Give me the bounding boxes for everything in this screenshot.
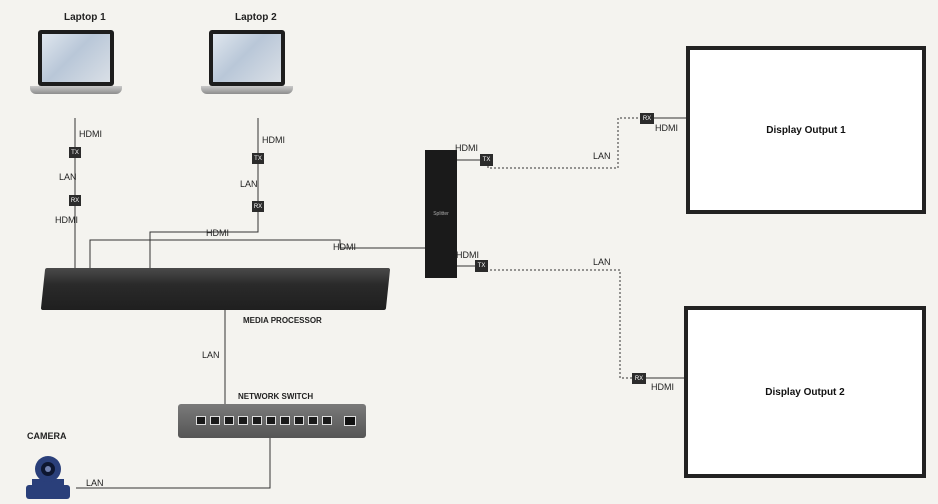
wire-switch-camera — [76, 438, 271, 489]
display-output-2-label: Display Output 2 — [765, 386, 845, 398]
hdmi-label-processor-out: HDMI — [333, 242, 356, 252]
laptop1-label: Laptop 1 — [64, 12, 106, 23]
tx-splitter-bottom: TX — [475, 260, 488, 272]
rx-laptop2: RX — [252, 201, 264, 212]
splitter-label: Splitter — [433, 211, 449, 217]
hdmi-label-laptop1: HDMI — [79, 129, 102, 139]
rx-laptop1: RX — [69, 195, 81, 206]
hdmi-label-display2: HDMI — [651, 382, 674, 392]
display-output-2: Display Output 2 — [684, 306, 926, 478]
wire-tx1-rx1 — [487, 117, 640, 169]
lan-label-switch: LAN — [202, 350, 220, 360]
hdmi-label-splitter-top: HDMI — [455, 143, 478, 153]
camera-label: CAMERA — [27, 431, 67, 441]
hdmi-label-display1: HDMI — [655, 123, 678, 133]
lan-label-display2: LAN — [593, 257, 611, 267]
lan-label-laptop1: LAN — [59, 172, 77, 182]
hdmi-label-laptop2: HDMI — [262, 135, 285, 145]
hdmi-label-laptop2-rx: HDMI — [206, 228, 229, 238]
network-switch-label: NETWORK SWITCH — [238, 392, 314, 401]
display-output-1-label: Display Output 1 — [766, 124, 846, 136]
display-output-1: Display Output 1 — [686, 46, 926, 214]
wire-processor-splitter — [89, 239, 427, 270]
hdmi-label-splitter-bottom: HDMI — [456, 250, 479, 260]
network-switch-device — [178, 404, 366, 438]
lan-label-camera: LAN — [86, 478, 104, 488]
lan-label-display1: LAN — [593, 151, 611, 161]
lan-label-laptop2: LAN — [240, 179, 258, 189]
laptop2-label: Laptop 2 — [235, 12, 277, 23]
tx-laptop2: TX — [252, 153, 264, 164]
camera-icon — [26, 456, 70, 499]
laptop2-icon — [201, 30, 293, 94]
tx-splitter-top: TX — [480, 154, 493, 166]
tx-laptop1: TX — [69, 147, 81, 158]
wire-laptop2-processor — [149, 118, 259, 270]
laptop1-icon — [30, 30, 122, 94]
rx-display2: RX — [632, 373, 646, 384]
media-processor-label: MEDIA PROCESSOR — [243, 316, 322, 325]
hdmi-label-laptop1-rx: HDMI — [55, 215, 78, 225]
rx-display1: RX — [640, 113, 654, 124]
media-processor-device — [40, 268, 391, 310]
splitter-device: Splitter — [425, 150, 457, 278]
wire-tx2-rx2 — [482, 269, 632, 379]
